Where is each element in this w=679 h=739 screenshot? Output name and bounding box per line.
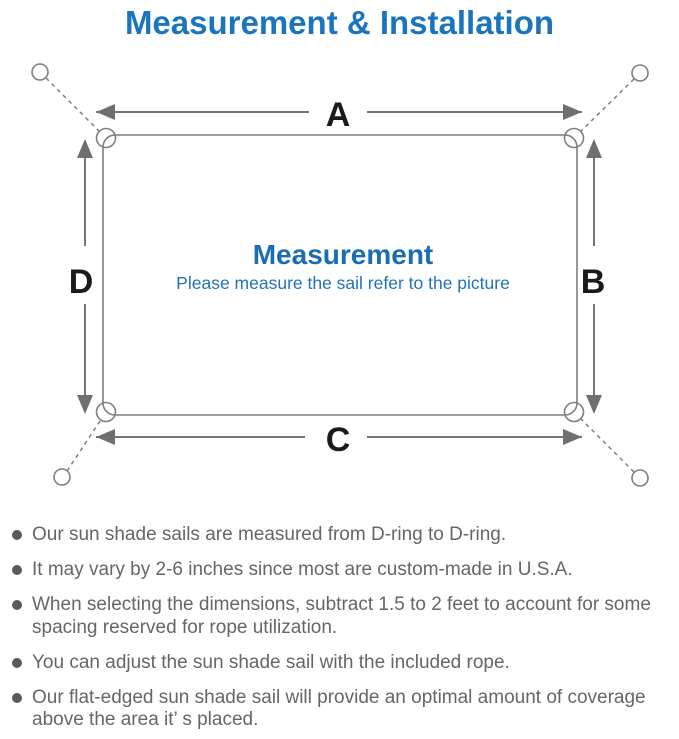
bullet-dot-icon bbox=[12, 600, 22, 611]
dimension-label-a: A bbox=[326, 96, 351, 134]
list-item: Our flat-edged sun shade sail will provi… bbox=[8, 687, 669, 731]
arrowhead-down-icon bbox=[77, 395, 93, 414]
rope-bottom-left bbox=[66, 411, 107, 472]
list-item: It may vary by 2-6 inches since most are… bbox=[8, 559, 669, 581]
dimension-arrow-b: B bbox=[581, 139, 606, 414]
diagram-canvas: A C D bbox=[31, 63, 649, 487]
arrowhead-right-icon bbox=[563, 429, 582, 445]
anchor-circle-icon bbox=[631, 64, 649, 82]
arrowhead-up-icon bbox=[77, 139, 93, 158]
note-text: When selecting the dimensions, subtract … bbox=[32, 594, 651, 638]
list-item: When selecting the dimensions, subtract … bbox=[8, 594, 669, 638]
dimension-arrow-c: C bbox=[96, 421, 582, 459]
note-text: You can adjust the sun shade sail with t… bbox=[32, 651, 510, 673]
page-title: Measurement & Installation bbox=[124, 4, 555, 41]
arrowhead-left-icon bbox=[96, 429, 115, 445]
dimension-label-d: D bbox=[69, 263, 94, 301]
anchor-ropes bbox=[45, 77, 635, 473]
anchor-circle-icon bbox=[631, 469, 649, 487]
anchor-circle-icon bbox=[31, 63, 49, 81]
note-text: Our flat-edged sun shade sail will provi… bbox=[32, 687, 646, 731]
bullet-dot-icon bbox=[12, 565, 22, 576]
arrowhead-left-icon bbox=[96, 104, 115, 120]
diagram-caption-title: Measurement bbox=[253, 239, 434, 270]
arrowhead-up-icon bbox=[586, 139, 602, 158]
anchor-circle-icon bbox=[53, 468, 71, 486]
rope-top-right bbox=[573, 78, 635, 139]
dimension-label-c: C bbox=[326, 421, 351, 459]
arrowhead-right-icon bbox=[563, 104, 582, 120]
sail-rectangle bbox=[102, 134, 578, 416]
bullet-dot-icon bbox=[12, 693, 22, 704]
note-text: Our sun shade sails are measured from D-… bbox=[32, 524, 507, 545]
measurement-notes-list: Our sun shade sails are measured from D-… bbox=[0, 510, 679, 732]
list-item: You can adjust the sun shade sail with t… bbox=[8, 652, 669, 674]
rope-bottom-right bbox=[573, 411, 635, 473]
diagram-caption: Measurement Please measure the sail refe… bbox=[176, 239, 510, 293]
bullet-dot-icon bbox=[12, 530, 22, 540]
dimension-arrow-a: A bbox=[96, 96, 582, 134]
anchor-points bbox=[31, 63, 649, 487]
dimension-arrow-d: D bbox=[69, 139, 94, 414]
rope-top-left bbox=[45, 77, 107, 139]
arrowhead-down-icon bbox=[586, 395, 602, 414]
note-text: It may vary by 2-6 inches since most are… bbox=[32, 559, 573, 581]
list-item: Our sun shade sails are measured from D-… bbox=[8, 524, 669, 546]
dimension-label-b: B bbox=[581, 263, 606, 301]
diagram-caption-subtitle: Please measure the sail refer to the pic… bbox=[176, 273, 510, 293]
sail-measurement-diagram: A C D bbox=[0, 50, 679, 510]
bullet-dot-icon bbox=[12, 657, 22, 668]
